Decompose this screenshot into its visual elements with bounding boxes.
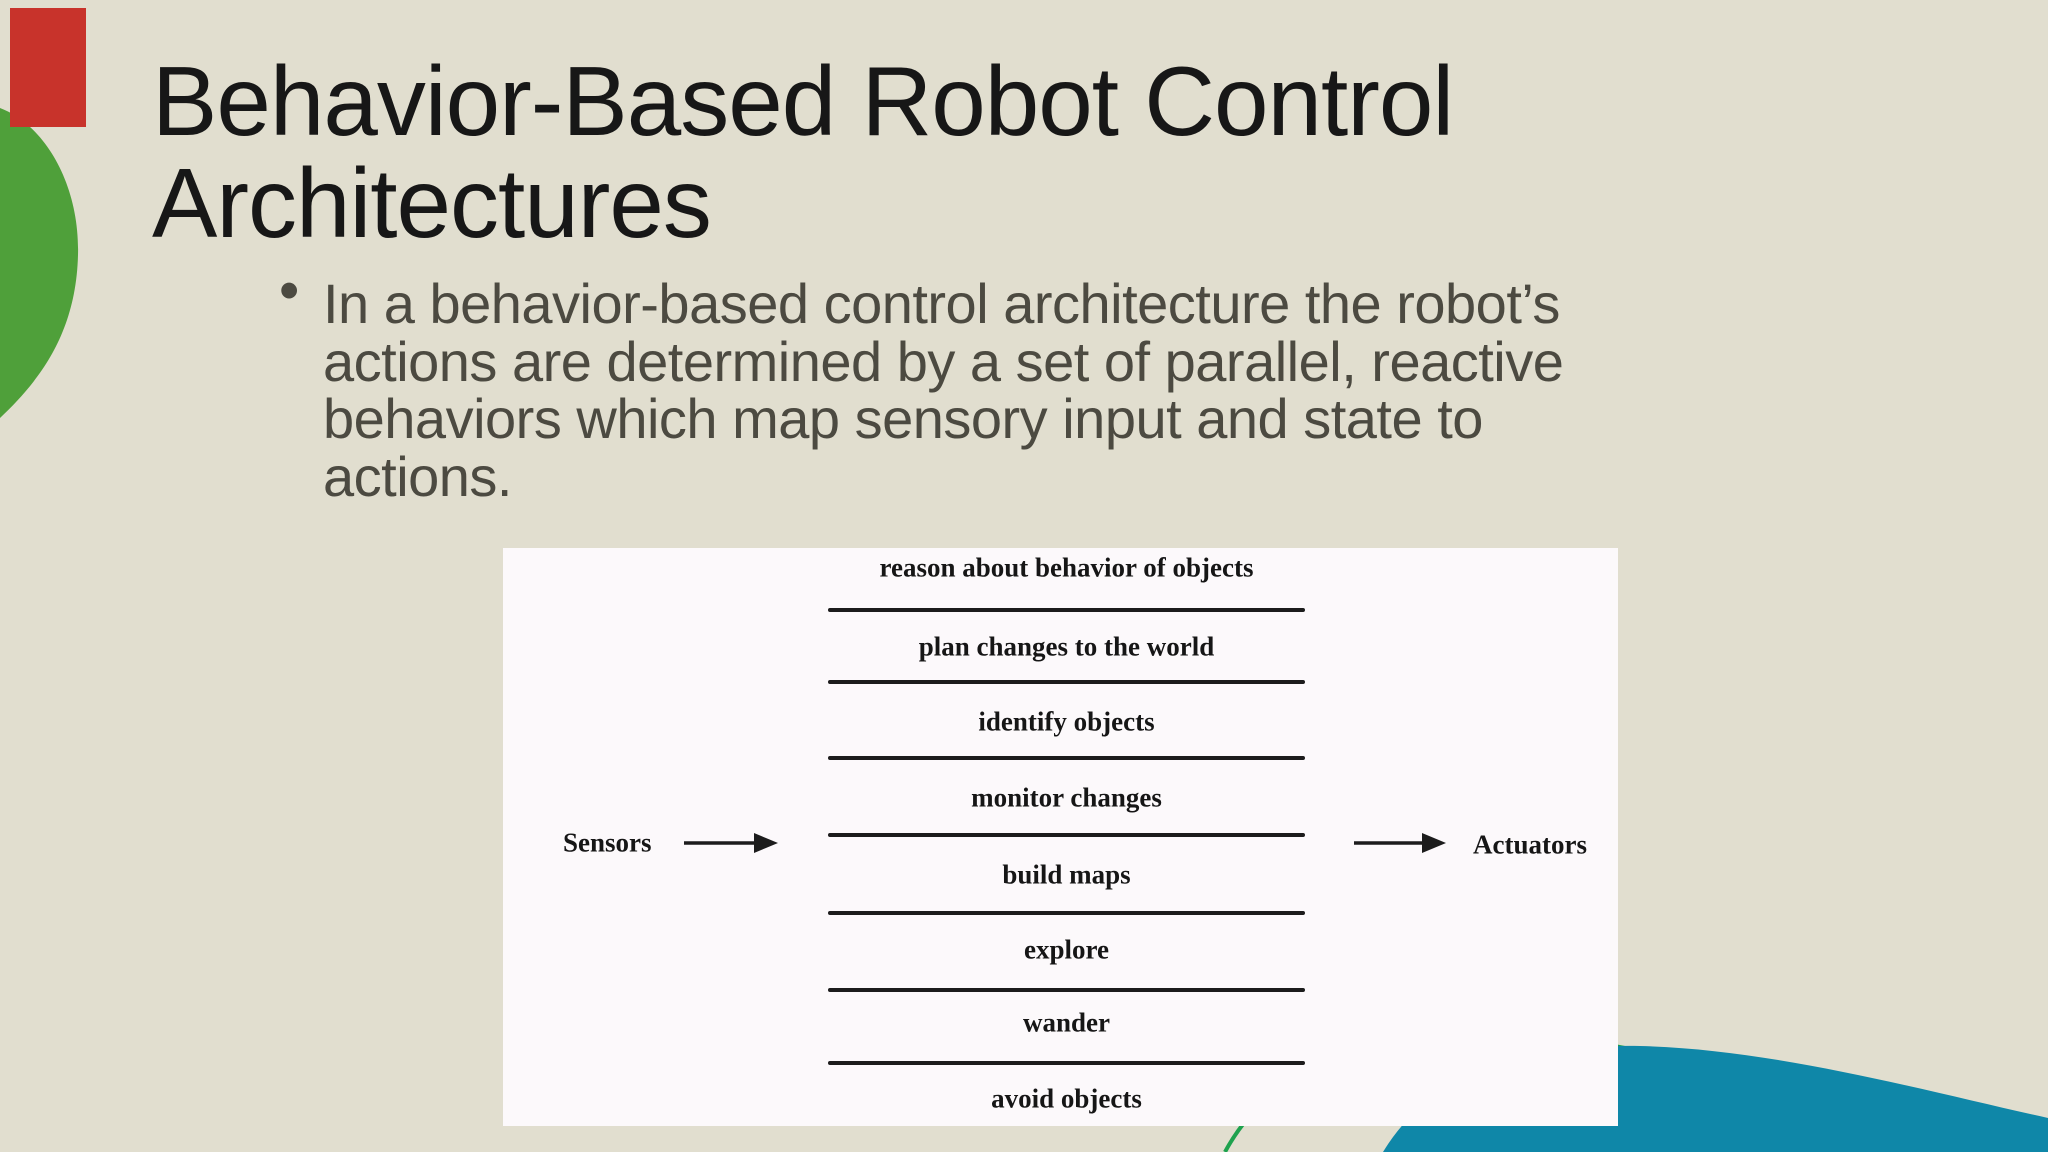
sensors-arrow-icon xyxy=(684,833,778,853)
red-marker-overlay xyxy=(10,8,86,127)
actuators-arrow-icon xyxy=(1354,833,1446,853)
slide-title: Behavior-Based Robot Control Architectur… xyxy=(152,50,1852,254)
bullet-line-2: actions are determined by a set of paral… xyxy=(323,329,1564,393)
behavior-divider-line xyxy=(828,911,1305,915)
behavior-divider-line xyxy=(828,680,1305,684)
behavior-label: plan changes to the world xyxy=(918,631,1215,662)
sensors-label: Sensors xyxy=(563,827,652,858)
behavior-divider-line xyxy=(828,833,1305,837)
green-blob-shape xyxy=(0,108,79,418)
behavior-label: explore xyxy=(1024,934,1109,965)
behavior-label: reason about behavior of objects xyxy=(879,552,1254,583)
behavior-label: build maps xyxy=(1002,859,1131,890)
figure-image: reason about behavior of objects plan ch… xyxy=(503,548,1618,1126)
bullet-line-1: In a behavior-based control architecture… xyxy=(323,272,1560,335)
behavior-label: avoid objects xyxy=(991,1083,1142,1114)
title-line-2: Architectures xyxy=(152,148,712,258)
behavior-divider-line xyxy=(828,1061,1305,1065)
behavior-label: monitor changes xyxy=(971,782,1162,813)
behavior-label: identify objects xyxy=(978,706,1155,737)
bullet-line-4: actions. xyxy=(323,444,513,508)
behavior-divider-line xyxy=(828,756,1305,760)
actuators-label: Actuators xyxy=(1473,829,1587,860)
bullet-paragraph: In a behavior-based control architecture… xyxy=(323,275,1823,505)
title-line-1: Behavior-Based Robot Control xyxy=(152,46,1454,156)
bullet-line-3: behaviors which map sensory input and st… xyxy=(323,387,1483,450)
behavior-divider-line xyxy=(828,608,1305,612)
behavior-divider-line xyxy=(828,988,1305,992)
behavior-label: wander xyxy=(1023,1007,1110,1038)
bullet-marker: • xyxy=(279,258,300,323)
